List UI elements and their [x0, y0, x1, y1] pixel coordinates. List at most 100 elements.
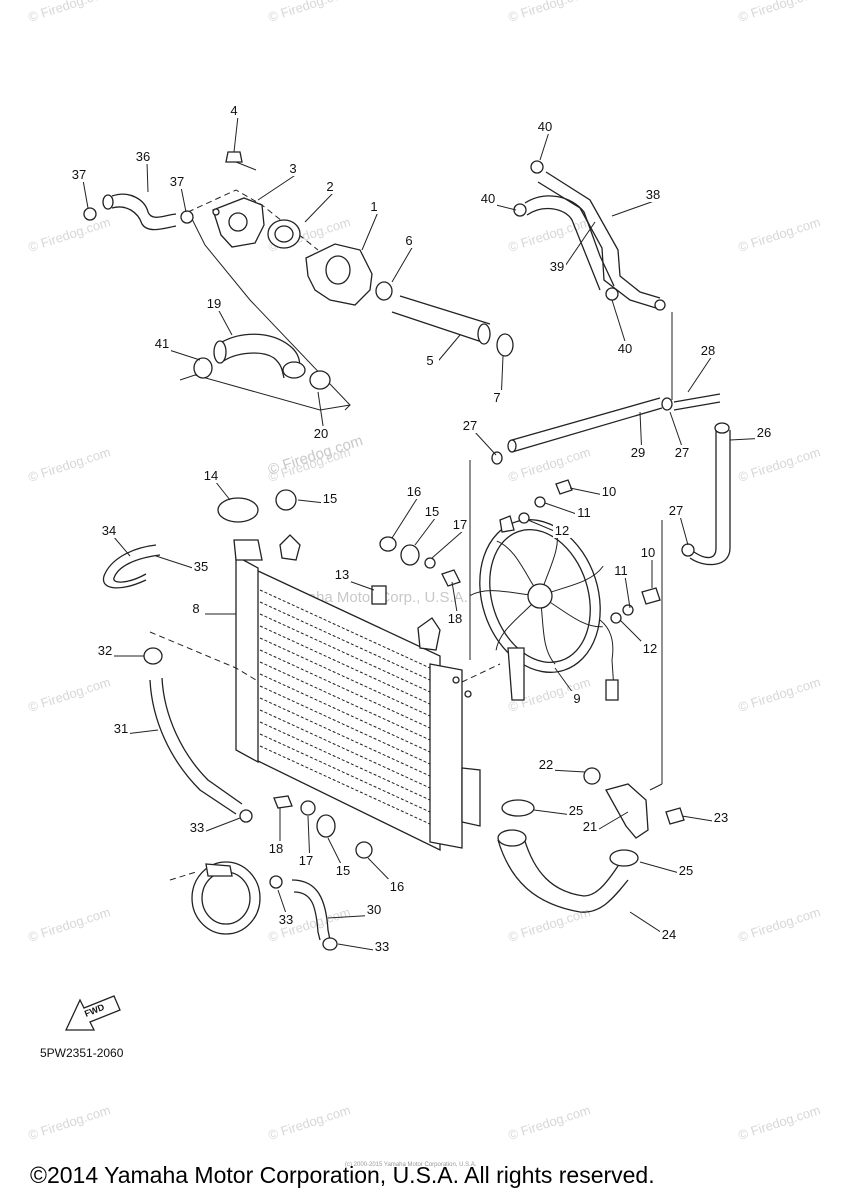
callout-number[interactable]: 12 [643, 641, 657, 656]
callout-number[interactable]: 2 [326, 179, 333, 194]
callout-bg [537, 757, 555, 772]
callout-number[interactable]: 24 [662, 927, 676, 942]
callout-leader [391, 245, 414, 283]
watermark-tile: © Firedog.com [26, 904, 112, 945]
lower-left-hoses [102, 544, 338, 951]
callout-number[interactable]: 12 [555, 523, 569, 538]
washer-12-right [610, 612, 622, 624]
callout-bg [334, 863, 352, 878]
callout-number[interactable]: 27 [675, 445, 689, 460]
callout-number[interactable]: 17 [453, 517, 467, 532]
callout-number[interactable]: 13 [335, 567, 349, 582]
callout-number[interactable]: 40 [481, 191, 495, 206]
callout-bg [153, 336, 171, 351]
callout-number[interactable]: 15 [323, 491, 337, 506]
callout-number[interactable]: 11 [577, 505, 591, 520]
clamp-25-bottom [609, 849, 639, 867]
callout-bg [373, 939, 391, 954]
callout-bg [667, 503, 685, 518]
callout-number[interactable]: 31 [114, 721, 128, 736]
callout-number[interactable]: 5 [426, 353, 433, 368]
callout-number[interactable]: 6 [405, 233, 412, 248]
callout-number[interactable]: 18 [269, 841, 283, 856]
callout-number[interactable]: 30 [367, 902, 381, 917]
callout-leader [165, 348, 201, 361]
callout-bg [365, 199, 383, 214]
callout-number[interactable]: 26 [757, 425, 771, 440]
callout-number[interactable]: 36 [136, 149, 150, 164]
callout-bg [205, 296, 223, 311]
clamp-32 [143, 647, 163, 665]
washer-12-top [518, 512, 530, 524]
callout-bg [187, 601, 205, 616]
callout-number[interactable]: 39 [550, 259, 564, 274]
callout-leader [391, 496, 419, 539]
callout-number[interactable]: 7 [493, 390, 500, 405]
callout-number[interactable]: 33 [279, 912, 293, 927]
callout-number[interactable]: 3 [289, 161, 296, 176]
callout-number[interactable]: 40 [538, 119, 552, 134]
callout-number[interactable]: 33 [375, 939, 389, 954]
callout-bg [405, 484, 423, 499]
callout-number[interactable]: 37 [72, 167, 86, 182]
callout-number[interactable]: 33 [190, 820, 204, 835]
clamp-7 [496, 333, 514, 357]
callout-leader [124, 729, 159, 735]
callout-bg [536, 119, 554, 134]
callout-number[interactable]: 32 [98, 643, 112, 658]
callout-number[interactable]: 9 [573, 691, 580, 706]
watermark-tile: © Firedog.com [26, 214, 112, 255]
callout-number[interactable]: 22 [539, 757, 553, 772]
callout-number[interactable]: 20 [314, 426, 328, 441]
callout-number[interactable]: 23 [714, 810, 728, 825]
callout-number[interactable]: 15 [336, 863, 350, 878]
callout-number[interactable]: 19 [207, 296, 221, 311]
fin-line [259, 589, 431, 669]
callout-number[interactable]: 14 [204, 468, 218, 483]
callout-number[interactable]: 27 [669, 503, 683, 518]
fin-line [259, 709, 431, 789]
bolt-18-mid [441, 569, 461, 587]
callout-number[interactable]: 41 [155, 336, 169, 351]
callout-number[interactable]: 16 [390, 879, 404, 894]
thermostat-group [83, 151, 514, 411]
callout-number[interactable]: 17 [299, 853, 313, 868]
callout-bg [388, 879, 406, 894]
hose-29-group [491, 312, 731, 566]
callout-number[interactable]: 25 [679, 863, 693, 878]
callout-bg [575, 505, 593, 520]
hose-36 [111, 193, 177, 231]
radiator-cap [217, 497, 259, 523]
callout-number[interactable]: 15 [425, 504, 439, 519]
callout-number[interactable]: 4 [230, 103, 237, 118]
callout-number[interactable]: 34 [102, 523, 116, 538]
callout-number[interactable]: 1 [370, 199, 377, 214]
callout-number[interactable]: 28 [701, 343, 715, 358]
callout-number[interactable]: 35 [194, 559, 208, 574]
fasteners [273, 479, 661, 859]
lower-right-hoses [461, 460, 685, 913]
callout-number[interactable]: 8 [192, 601, 199, 616]
callout-number[interactable]: 18 [448, 611, 462, 626]
callout-number[interactable]: 11 [614, 563, 628, 578]
callout-bg [312, 426, 330, 441]
radiator-fins [259, 589, 431, 825]
callout-number[interactable]: 25 [569, 803, 583, 818]
callout-bg [70, 167, 88, 182]
callout-leader [624, 575, 631, 609]
callout-leader [687, 355, 713, 393]
callout-number[interactable]: 38 [646, 187, 660, 202]
callout-number[interactable]: 37 [170, 174, 184, 189]
callout-number[interactable]: 29 [631, 445, 645, 460]
o-ring-22 [583, 767, 601, 785]
callout-number[interactable]: 40 [618, 341, 632, 356]
callout-number[interactable]: 21 [583, 819, 597, 834]
watermark-tile: © Firedog.com [26, 674, 112, 715]
callout-number[interactable]: 27 [463, 418, 477, 433]
callout-number[interactable]: 10 [602, 484, 616, 499]
callout-number[interactable]: 10 [641, 545, 655, 560]
fin-line [259, 673, 431, 753]
watermark-tile: © Firedog.com [736, 1102, 822, 1143]
callout-number[interactable]: 16 [407, 484, 421, 499]
